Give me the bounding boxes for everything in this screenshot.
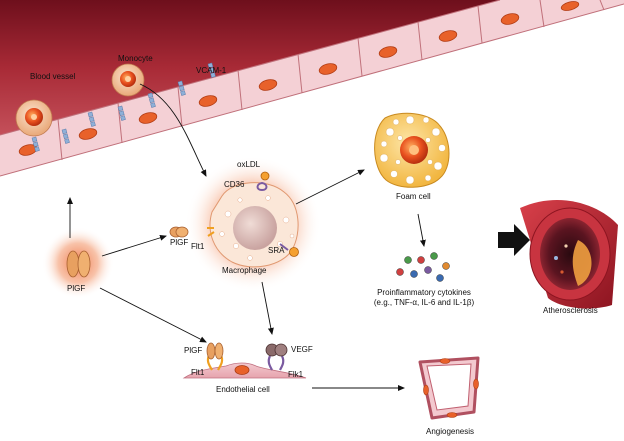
angiogenesis-vessel: [418, 356, 480, 420]
label-angiogenesis: Angiogenesis: [426, 427, 475, 436]
label-plgf-receptor-side: PlGF: [170, 238, 189, 247]
arrow-plgf-to-endothelial: [99, 287, 207, 343]
label-cytokines-line2: (e.g., TNF-α, IL-6 and IL-1β): [373, 298, 475, 307]
label-flt1-macrophage: Flt1: [191, 242, 205, 251]
macrophage: [185, 156, 321, 292]
arrow-plgf-to-macrophage: [101, 234, 167, 257]
label-vegf: VEGF: [291, 345, 313, 354]
label-flt1-endothelial: Flt1: [191, 368, 205, 377]
label-oxldl: oxLDL: [237, 160, 261, 169]
vcam1-markers: [31, 62, 216, 152]
arrow-macrophage-to-vegf: [261, 281, 274, 335]
flk1-receptor: [265, 343, 288, 371]
label-monocyte: Monocyte: [118, 54, 153, 63]
arrow-macrophage-to-foam: [295, 169, 365, 205]
label-blood-vessel: Blood vessel: [30, 72, 76, 81]
label-foam-cell: Foam cell: [396, 192, 431, 201]
label-sra: SRA: [268, 246, 285, 255]
label-atherosclerosis: Atherosclerosis: [543, 306, 598, 315]
label-flk1: Flk1: [288, 370, 304, 379]
blood-vessel: [0, 0, 624, 177]
plgf-source: [42, 227, 114, 299]
endothelial-cell: [182, 362, 307, 379]
endothelial-nuclei: [18, 1, 580, 156]
arrow-monocyte-to-macrophage: [139, 83, 207, 177]
label-vcam1: VCAM-1: [196, 66, 227, 75]
label-plgf-endothelial: PlGF: [184, 346, 203, 355]
monocyte-rolling: [15, 99, 53, 137]
label-cd36: CD36: [224, 180, 245, 189]
plgf-on-flt1: [169, 226, 189, 238]
pathway-arrows: [67, 83, 426, 391]
label-endothelial-cell: Endothelial cell: [216, 385, 270, 394]
foam-cell: [374, 112, 450, 188]
flt1-receptor: [206, 342, 224, 371]
label-plgf-source: PlGF: [67, 284, 86, 293]
big-arrow-icon: [498, 224, 530, 256]
label-macrophage: Macrophage: [222, 266, 267, 275]
atherosclerosis-artery: [520, 199, 618, 309]
monocyte: [111, 63, 145, 97]
arrow-foam-to-cytokines: [417, 213, 426, 247]
cytokines: [396, 252, 450, 282]
label-cytokines-line1: Proinflammatory cytokines: [377, 288, 471, 297]
